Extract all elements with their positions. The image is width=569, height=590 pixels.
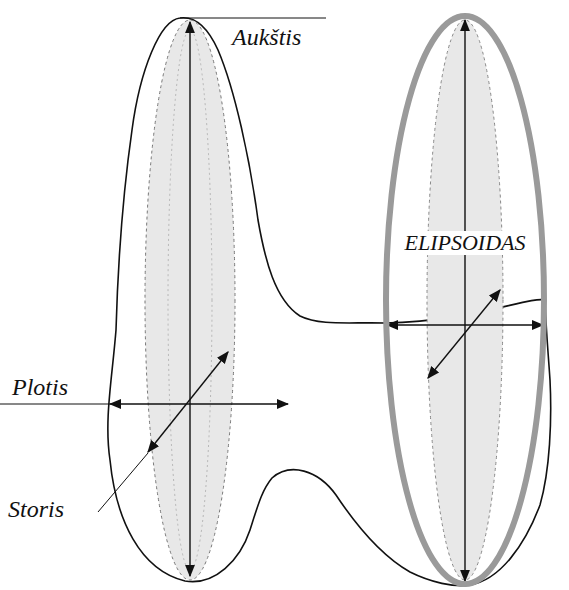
leader-line — [98, 453, 148, 512]
width-arrow — [387, 324, 543, 325]
ellipsoid-outline — [383, 13, 547, 587]
thickness-label: Storis — [8, 496, 64, 522]
height-label: Aukštis — [232, 24, 301, 50]
ellipsoid-outline — [386, 16, 544, 584]
inner-ellipse — [145, 20, 235, 580]
width-arrow — [110, 403, 288, 404]
thickness-arrow — [148, 352, 228, 452]
leader-line — [180, 18, 326, 19]
height-arrow — [189, 22, 190, 576]
leader-line — [0, 404, 110, 405]
thickness-arrow — [428, 290, 500, 378]
tooth-outline — [108, 18, 551, 586]
inner-ellipse — [427, 20, 503, 580]
ellipsoid-label: ELIPSOIDAS — [403, 231, 528, 255]
height-arrow — [464, 20, 465, 581]
ellipsoid-shape: ELIPSOIDAS — [383, 13, 547, 587]
width-label: Plotis — [12, 374, 68, 400]
